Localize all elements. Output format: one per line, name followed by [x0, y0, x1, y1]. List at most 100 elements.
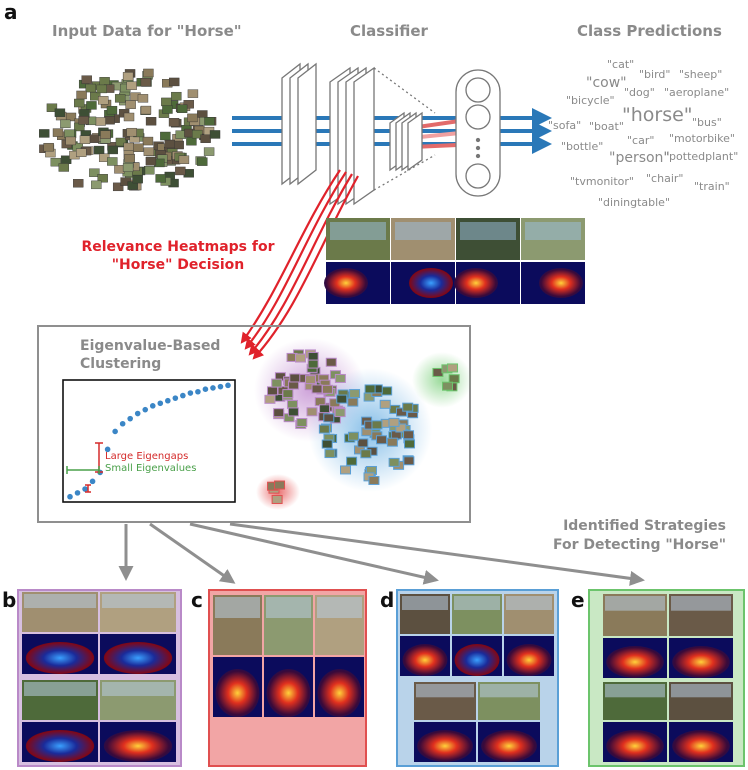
cluster-thumbnail	[334, 373, 346, 383]
panel-heatmap-blob	[25, 730, 95, 762]
input-thumbnail	[203, 147, 215, 156]
input-thumbnail	[88, 134, 100, 143]
input-thumbnail	[114, 94, 126, 103]
input-thumbnail	[160, 131, 171, 141]
input-thumbnail	[132, 174, 143, 184]
heatmap-blob	[409, 268, 453, 298]
eigenvalue-point	[142, 406, 149, 413]
input-thumbnail	[126, 127, 137, 137]
class-word: "bus"	[692, 116, 722, 129]
input-thumbnail	[104, 115, 115, 125]
input-thumbnail	[58, 163, 70, 172]
input-thumbnail	[99, 77, 110, 86]
input-thumbnail	[137, 94, 149, 103]
class-word: "boat"	[589, 120, 624, 133]
eigenvalue-point	[82, 486, 88, 492]
input-thumbnail	[143, 68, 154, 78]
class-word: "cow"	[586, 75, 627, 91]
eigenvalue-point	[202, 386, 209, 393]
input-thumbnail	[50, 157, 62, 167]
input-thumbnail	[187, 89, 199, 98]
input-thumbnail	[86, 101, 97, 110]
input-thumbnail	[65, 136, 76, 146]
input-thumbnail	[39, 129, 50, 138]
cluster-thumbnail	[325, 357, 337, 367]
input-data-title: Input Data for "Horse"	[52, 22, 242, 40]
input-thumbnail	[209, 130, 221, 139]
small-eigenvalues-label: Small Eigenvalues	[105, 463, 197, 474]
cluster-thumbnail	[348, 431, 360, 441]
input-thumbnail	[164, 139, 175, 149]
class-word: "bicycle"	[566, 94, 615, 107]
input-thumbnail	[122, 163, 134, 172]
cluster-thumbnail	[271, 494, 283, 504]
input-thumbnail	[107, 157, 118, 166]
strategy-arrows	[118, 522, 645, 586]
input-thumbnail	[60, 119, 71, 129]
panel-letter-d: d	[380, 588, 395, 612]
eigenvalue-point	[210, 385, 216, 391]
identified-strategies-label: Identified Strategies For Detecting "Hor…	[520, 517, 726, 555]
input-thumbnail	[144, 166, 155, 175]
input-thumbnail	[178, 155, 190, 164]
cluster-thumbnail	[404, 439, 416, 449]
relevance-label-line1: Relevance Heatmaps for	[81, 239, 275, 255]
cluster-thumbnail	[307, 359, 319, 369]
panel-heatmap-blob	[454, 644, 500, 676]
class-word: "sofa"	[548, 119, 582, 132]
clustering-box	[37, 325, 471, 523]
eigenvalue-point	[127, 415, 133, 422]
eigenvalue-point	[74, 490, 81, 496]
eigenvalue-point	[134, 410, 141, 417]
example-photo-sky	[460, 222, 516, 240]
input-thumbnail	[78, 116, 89, 125]
class-word: "bottle"	[561, 140, 604, 153]
panel-heatmap-blob	[417, 730, 473, 762]
strategies-line2: For Detecting "Horse"	[552, 537, 726, 553]
eigenvalue-point	[104, 446, 111, 453]
cluster-thumbnail	[264, 394, 276, 404]
input-thumbnail	[73, 179, 84, 188]
example-photo-sky	[330, 222, 386, 240]
input-thumbnail	[85, 83, 96, 93]
example-photo-sky	[525, 222, 581, 240]
panel-heatmap-blob	[481, 730, 537, 762]
input-thumbnail	[79, 135, 91, 144]
panel-letter-a: a	[4, 0, 18, 24]
cluster-thumbnail	[266, 386, 278, 396]
cluster-thumbnail	[305, 375, 317, 385]
input-thumbnail	[200, 134, 211, 143]
heatmap-blob	[324, 268, 368, 298]
class-word: "person"	[609, 150, 670, 166]
heatmap-example-strip	[324, 218, 585, 304]
relevance-flow	[240, 169, 359, 360]
input-thumbnail	[187, 113, 198, 123]
input-thumbnail	[96, 84, 107, 94]
input-thumbnail	[98, 96, 109, 105]
panel-letter-c: c	[191, 588, 203, 612]
cluster-thumbnail	[396, 407, 408, 417]
panel-photo-sky	[24, 594, 96, 608]
cluster-thumbnail	[306, 407, 318, 417]
panel-heatmap-blob	[672, 646, 730, 678]
cluster-thumbnail	[311, 384, 323, 394]
cluster-thumbnail	[395, 423, 407, 433]
eigenvalue-point	[112, 428, 118, 435]
input-thumbnail	[123, 112, 135, 122]
cluster-thumbnail	[319, 404, 331, 414]
cluster-thumbnail	[321, 439, 333, 449]
cluster-thumbnail	[296, 418, 308, 428]
cluster-thumbnail	[448, 374, 460, 384]
eigenvalue-point	[172, 395, 179, 401]
input-thumbnail	[64, 129, 75, 138]
cluster-thumbnail	[346, 456, 358, 466]
panel-heatmap-blob	[672, 730, 730, 762]
input-thumbnail	[168, 77, 180, 87]
panel-photo-sky	[317, 597, 362, 618]
panel-photo-sky	[416, 684, 474, 698]
input-thumbnail	[76, 148, 87, 157]
classifier-title: Classifier	[350, 22, 428, 40]
input-thumbnail	[168, 118, 180, 127]
input-thumbnail	[155, 174, 166, 183]
